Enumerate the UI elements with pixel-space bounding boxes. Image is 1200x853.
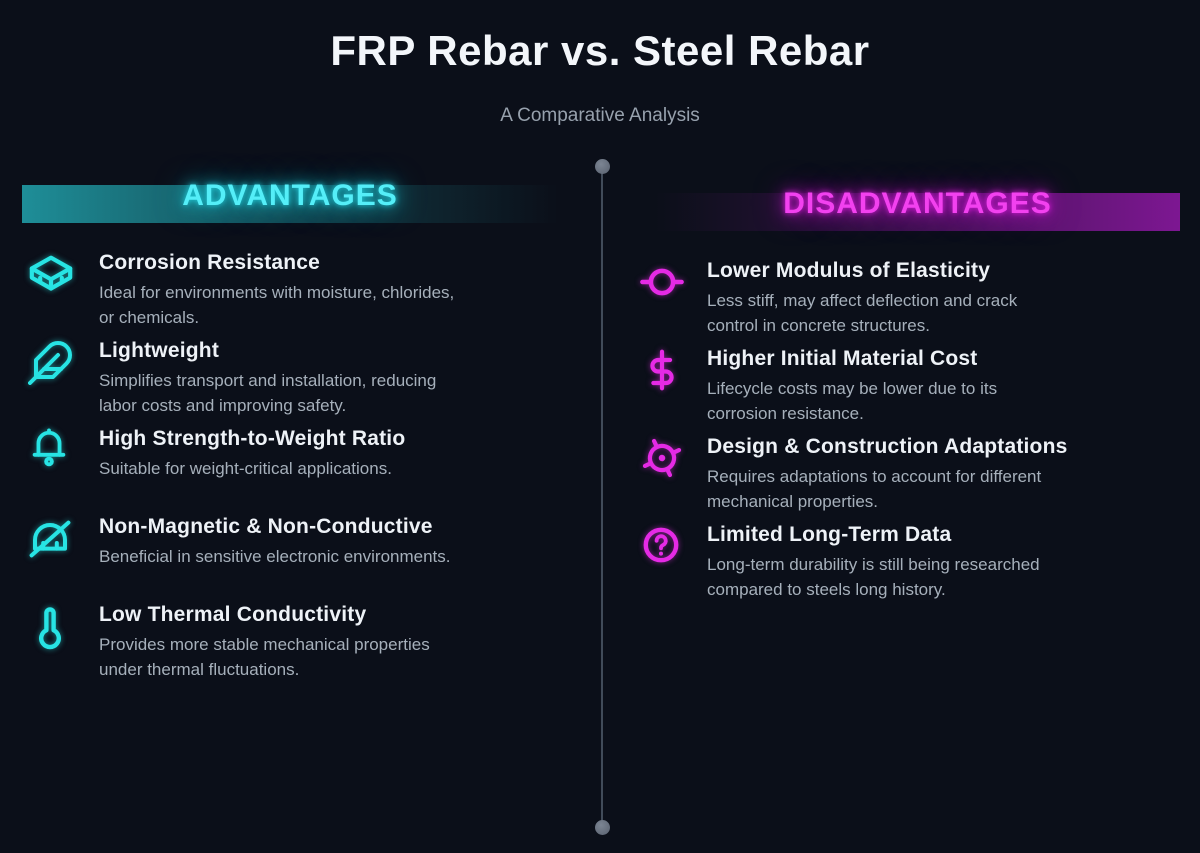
- item-title: Low Thermal Conductivity: [99, 603, 367, 626]
- disadvantages-header-label: DISADVANTAGES: [783, 187, 1052, 220]
- target-icon: [632, 432, 707, 481]
- item-description: Less stiff, may affect deflection and cr…: [707, 291, 1018, 335]
- thermometer-icon: [20, 600, 99, 651]
- question-circle-icon: [632, 520, 707, 567]
- item-title: Lower Modulus of Elasticity: [707, 259, 991, 282]
- item-title: Design & Construction Adaptations: [707, 435, 1068, 458]
- bell-icon: [20, 424, 99, 473]
- item-description: Lifecycle costs may be lower due to its …: [707, 379, 998, 423]
- divider-top-dot: [595, 159, 610, 174]
- advantage-item: High Strength-to-Weight Ratio Suitable f…: [20, 424, 586, 512]
- page-subtitle: A Comparative Analysis: [500, 105, 700, 126]
- advantage-item: Corrosion Resistance Ideal for environme…: [20, 248, 586, 336]
- page-title: FRP Rebar vs. Steel Rebar: [330, 27, 870, 74]
- item-title: Limited Long-Term Data: [707, 523, 952, 546]
- item-description: Suitable for weight-critical application…: [99, 459, 392, 478]
- disadvantage-item: Design & Construction Adaptations Requir…: [632, 432, 1184, 520]
- item-title: Lightweight: [99, 339, 220, 362]
- item-description: Requires adaptations to account for diff…: [707, 467, 1042, 511]
- advantage-item: Low Thermal Conductivity Provides more s…: [20, 600, 586, 688]
- item-description: Provides more stable mechanical properti…: [99, 635, 430, 679]
- center-divider-line: [601, 166, 603, 827]
- advantages-column: Corrosion Resistance Ideal for environme…: [20, 248, 586, 688]
- item-title: High Strength-to-Weight Ratio: [99, 427, 406, 450]
- disadvantages-header-bar: DISADVANTAGES: [655, 187, 1180, 231]
- disadvantages-column: Lower Modulus of Elasticity Less stiff, …: [632, 256, 1184, 608]
- advantages-header-bar: ADVANTAGES: [22, 179, 558, 223]
- item-description: Long-term durability is still being rese…: [707, 555, 1040, 599]
- item-title: Higher Initial Material Cost: [707, 347, 978, 370]
- magnet-slash-icon: [20, 512, 99, 563]
- feather-icon: [20, 336, 99, 387]
- isometric-box-icon: [20, 248, 99, 301]
- advantage-item: Non-Magnetic & Non-Conductive Beneficial…: [20, 512, 586, 600]
- dollar-sign-icon: [632, 344, 707, 393]
- item-description: Ideal for environments with moisture, ch…: [99, 283, 455, 327]
- item-title: Non-Magnetic & Non-Conductive: [99, 515, 433, 538]
- disadvantage-item: Lower Modulus of Elasticity Less stiff, …: [632, 256, 1184, 344]
- disadvantage-item: Higher Initial Material Cost Lifecycle c…: [632, 344, 1184, 432]
- item-title: Corrosion Resistance: [99, 251, 321, 274]
- divider-bottom-dot: [595, 820, 610, 835]
- advantages-header-label: ADVANTAGES: [182, 179, 398, 212]
- item-description: Beneficial in sensitive electronic envir…: [99, 547, 451, 566]
- commit-node-icon: [632, 256, 707, 305]
- disadvantage-item: Limited Long-Term Data Long-term durabil…: [632, 520, 1184, 608]
- item-description: Simplifies transport and installation, r…: [99, 371, 437, 415]
- advantage-item: Lightweight Simplifies transport and ins…: [20, 336, 586, 424]
